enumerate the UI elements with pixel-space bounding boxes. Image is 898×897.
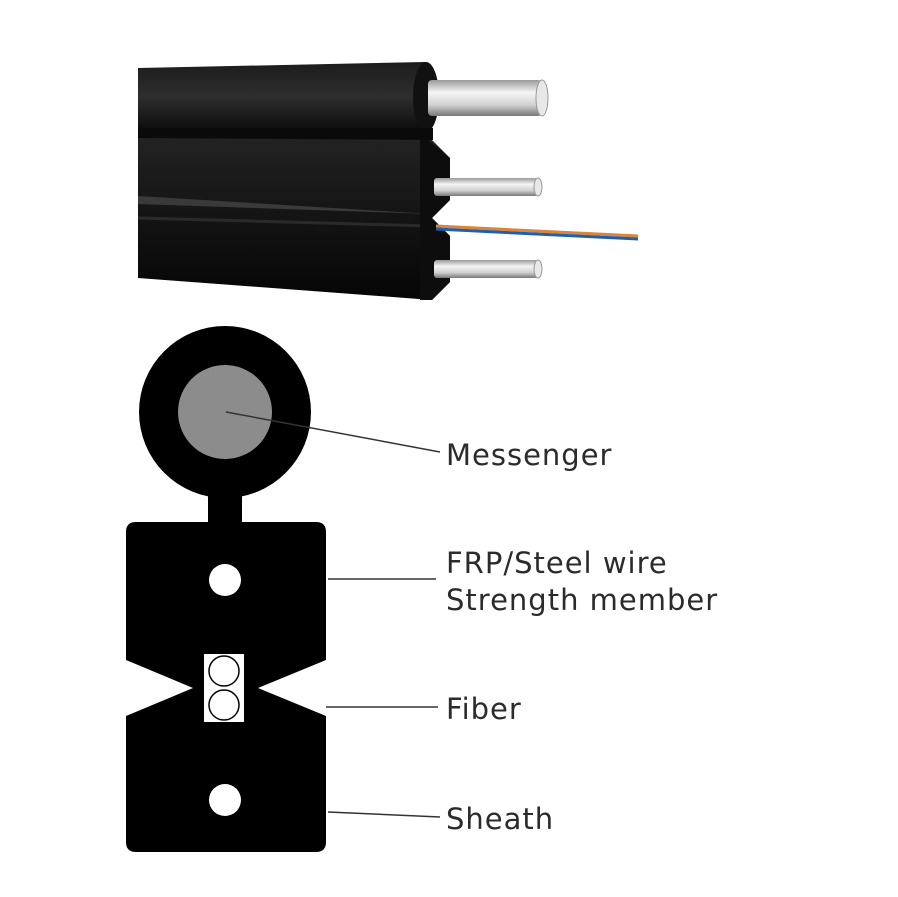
messenger-core — [178, 365, 272, 459]
strength-rod-lower — [434, 260, 538, 278]
cable-body — [138, 138, 450, 300]
label-sheath: Sheath — [446, 802, 555, 836]
strength-rod-upper — [434, 178, 538, 196]
label-strength-line1: FRP/Steel wire — [446, 546, 668, 580]
leader-lines — [225, 411, 441, 818]
fiber-circle-upper — [208, 655, 240, 687]
fiber-blue — [435, 227, 639, 241]
messenger-rod — [428, 80, 542, 116]
strength-member-hole-upper — [209, 564, 241, 596]
cable-3d-illustration — [137, 62, 639, 300]
leader-messenger — [225, 411, 441, 453]
strength-member-hole-lower — [209, 784, 241, 816]
label-fiber: Fiber — [446, 692, 522, 726]
leader-sheath — [327, 811, 441, 818]
messenger-jacket — [138, 62, 434, 132]
fiber-circle-lower — [208, 689, 240, 721]
cross-section — [126, 326, 326, 852]
label-strength-line2: Strength member — [446, 583, 719, 617]
label-messenger: Messenger — [446, 438, 613, 472]
cable-groove — [138, 196, 432, 214]
fiber-orange — [435, 224, 639, 238]
cable-neck — [138, 128, 433, 140]
